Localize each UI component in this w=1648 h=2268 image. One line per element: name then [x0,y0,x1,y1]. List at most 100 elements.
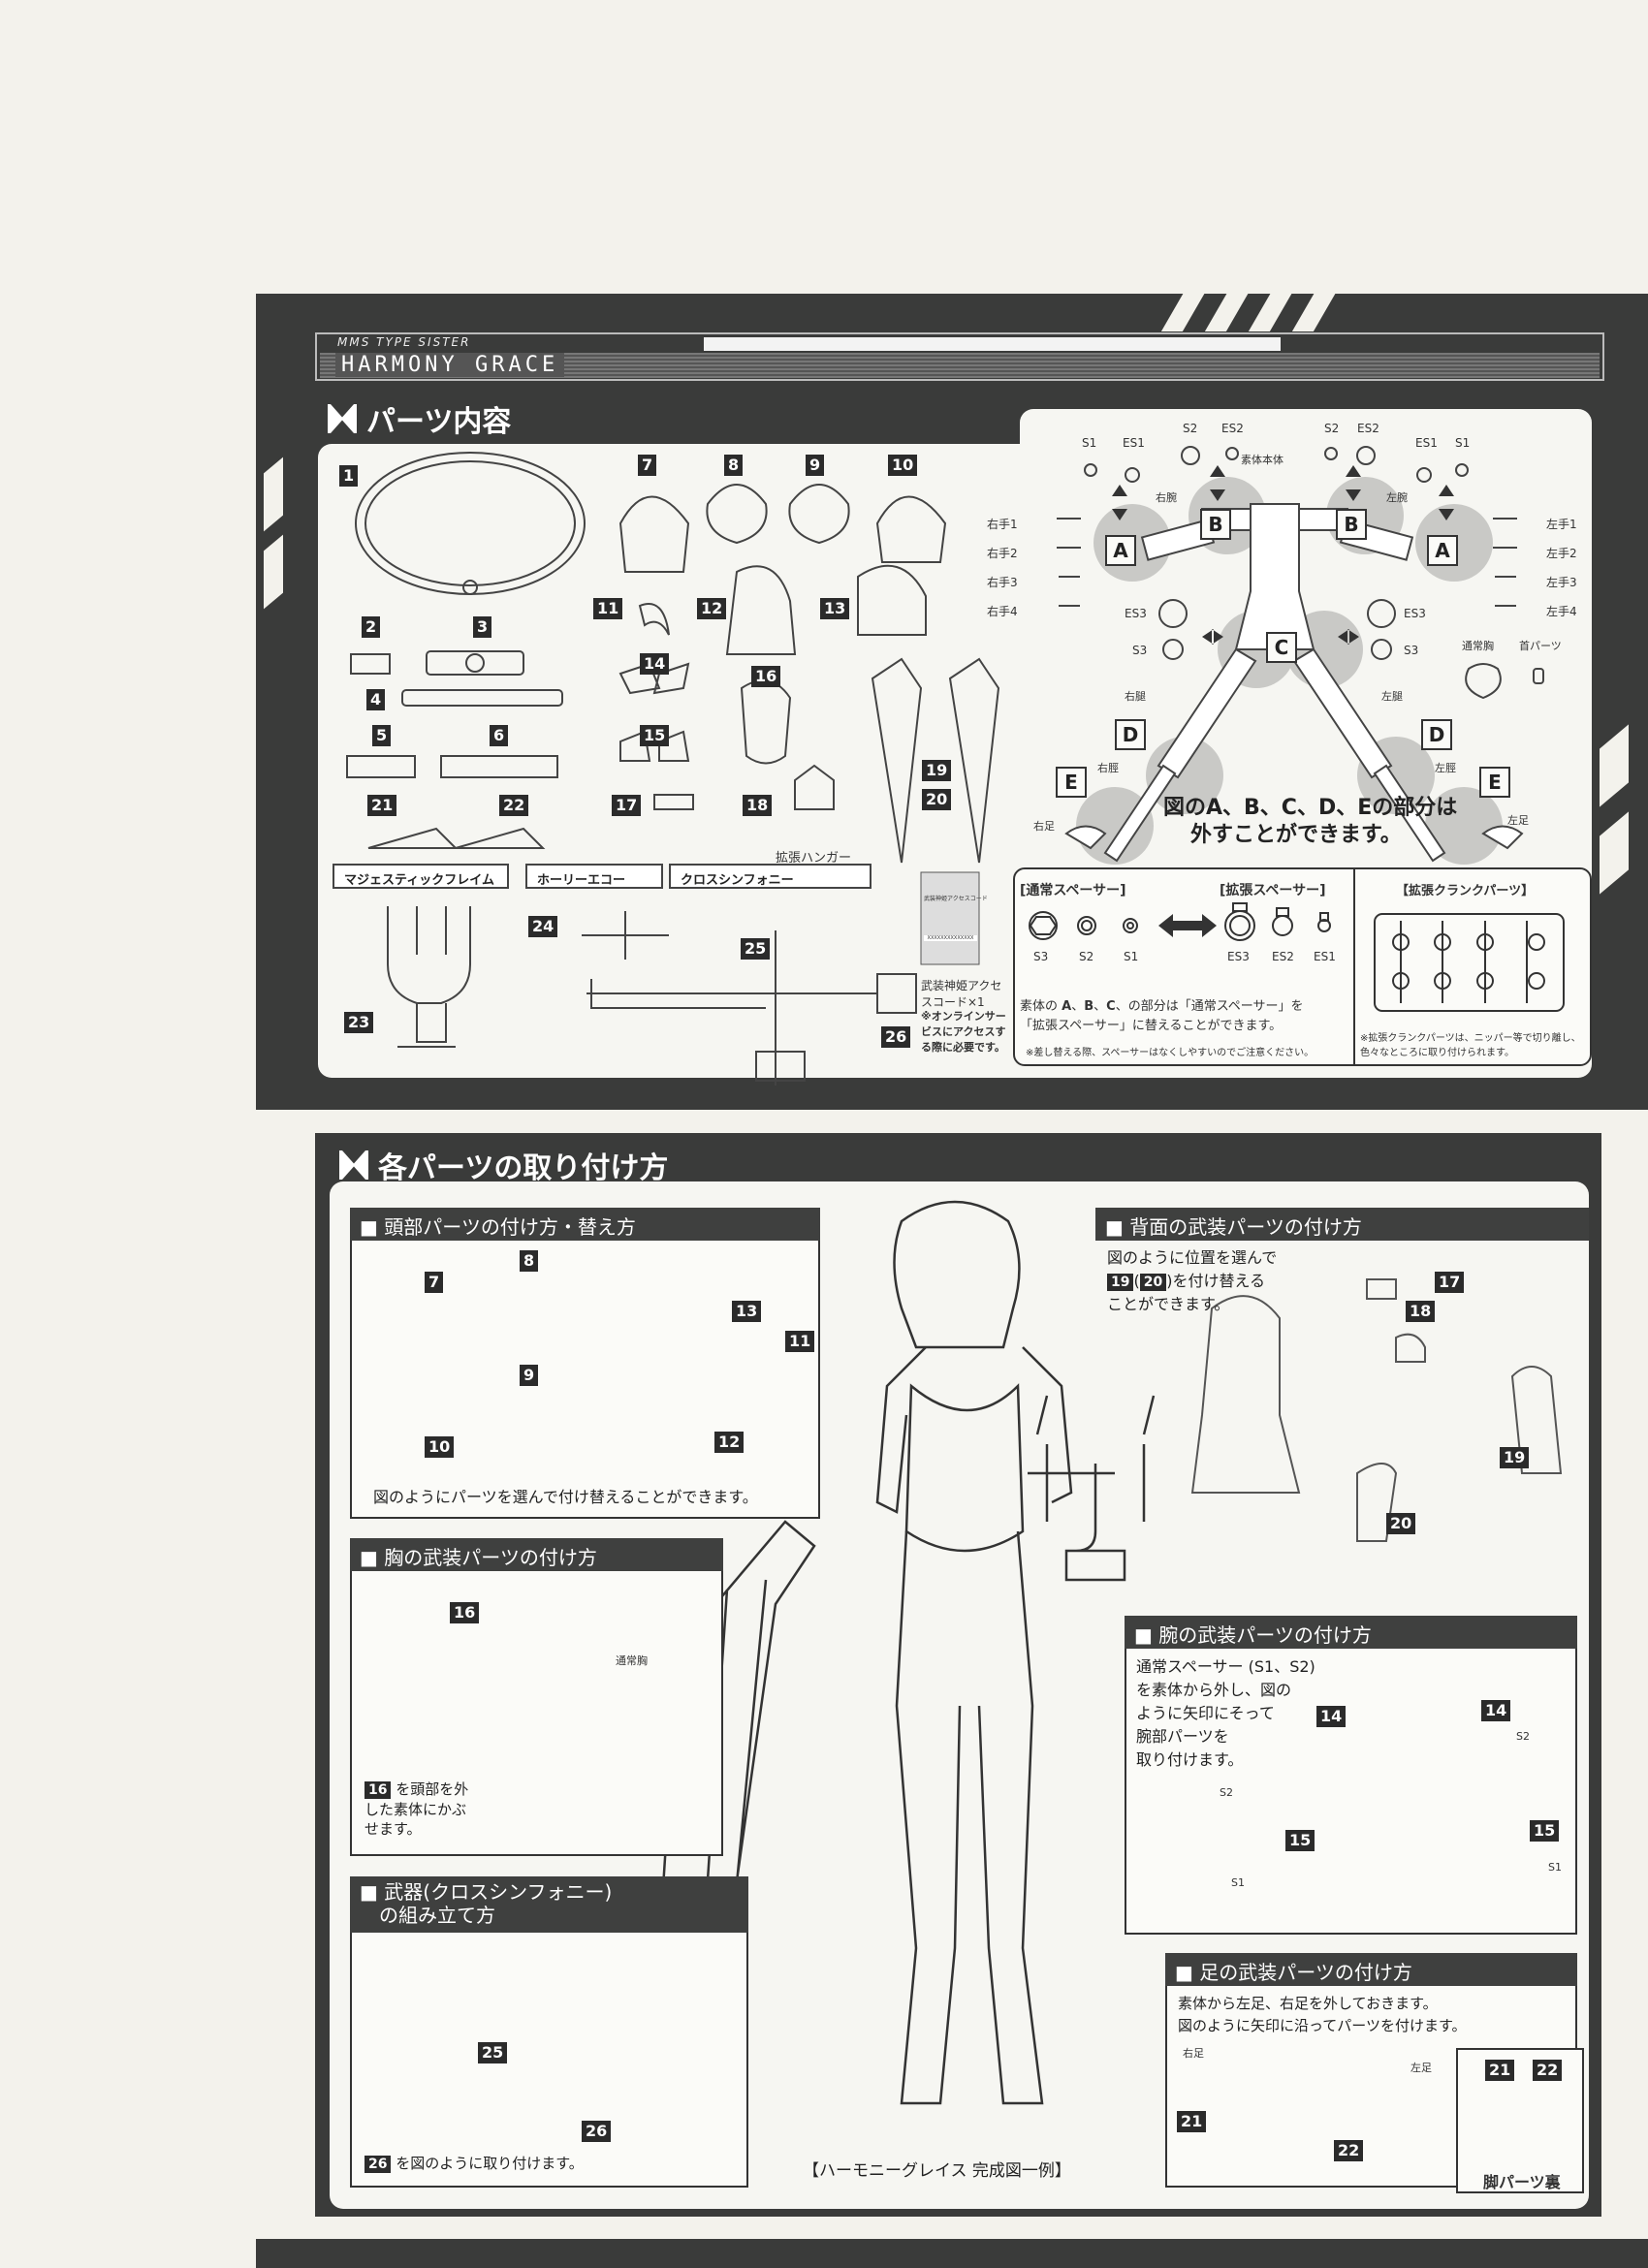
part-number-tag: 8 [724,455,744,476]
left-shin-label: 左脛 [1435,762,1456,774]
weapon-section-title: 武器(クロスシンフォニー)の組み立て方 [350,1876,748,1933]
spacer-id: S2 [1079,950,1094,963]
part-number-tag: 7 [425,1272,444,1293]
weapon-text: を図のように取り付けます。 [396,2155,584,2172]
arm-section-title: 腕の武装パーツの付け方 [1125,1616,1577,1649]
normal-chest-label: 通常胸 [1462,640,1494,652]
right-hand-label: 右手1 [987,518,1018,531]
crank-note: ※拡張クランクパーツは、ニッパー等で切り離し、色々なところに取り付けられます。 [1360,1033,1581,1058]
arm-text-line: ように矢印にそって [1136,1704,1275,1722]
access-card-code: XXXXXXXXXXXXXX [924,935,977,941]
part-number-tag: 12 [697,598,727,619]
spacer-label: S2 [1183,422,1198,435]
series-banner: クロスシンフォニー [669,864,872,889]
back-section-title: 背面の武装パーツの付け方 [1095,1208,1589,1241]
part-ref: 16 [364,1781,392,1799]
spacer-label: S1 [1455,436,1471,450]
part-number-tag: 21 [1177,2111,1207,2132]
left-hand-label: 左手1 [1546,518,1577,531]
access-code-card [920,871,980,965]
es3-label: ES3 [1404,607,1426,620]
product-title: HARMONY GRACE [335,353,565,377]
arm-section [1125,1616,1577,1935]
desc-suffix: 、の部分は「通常スペーサー」を [1115,999,1304,1014]
weapon-section-text: 26 を図のように取り付けます。 [364,2152,584,2175]
right-foot-label: 右足 [1183,2047,1204,2060]
part-number-tag: 15 [1530,1820,1560,1842]
spacer-label: ES1 [1123,436,1145,450]
part-number-tag: 6 [490,725,509,746]
s2-label: S2 [1220,1786,1233,1799]
leg-text-line: 素体から左足、右足を外しておきます。 [1178,1995,1438,2012]
spacer-id: ES1 [1314,950,1336,963]
chest-section-text: 16 を頭部を外した素体にかぶせます。 [364,1780,471,1839]
part-number-tag: 14 [1316,1706,1347,1727]
part-number-tag: 22 [1533,2060,1563,2081]
bottom-band [256,2239,1648,2268]
left-thigh-label: 左腿 [1381,690,1403,703]
parts-illustrations [346,452,1000,1086]
title-bar [315,332,1604,381]
part-number-tag: 5 [372,725,392,746]
swap-arrow-icon [1158,914,1217,937]
part-ref: 20 [1139,1274,1167,1291]
weapon-title-line1: 武器(クロスシンフォニー) [384,1880,613,1904]
joint-ref: B [1084,999,1094,1014]
part-number-tag: 22 [1334,2140,1364,2161]
assembly-heading: 各パーツの取り付け方 [339,1144,668,1186]
access-card-note: ※オンラインサービスにアクセスする際に必要です。 [921,1010,1006,1054]
left-foot-label: 左足 [1410,2062,1432,2074]
x-mark-icon [339,1150,368,1180]
right-hand-label: 右手2 [987,547,1018,560]
crank-title: 【拡張クランクパーツ】 [1396,884,1535,898]
back-section-text: 図のように位置を選んで [1107,1248,1278,1267]
part-number-tag: 9 [520,1365,539,1386]
s1-label: S1 [1231,1876,1245,1889]
joint-ref: C [1106,999,1116,1014]
part-number-tag: 3 [473,616,492,638]
part-number-tag: 17 [612,795,642,816]
arm-text-line: 通常スペーサー (S1、S2) [1136,1657,1315,1676]
parts-heading-text: パーツ内容 [366,405,512,439]
spacer-illustrations [1029,902,1565,1012]
spacer-info-box [1013,867,1592,1066]
part-number-tag: 24 [528,916,558,937]
s3-label: S3 [1404,644,1419,657]
back-section-text: 19(20)を付け替える [1107,1270,1265,1293]
sole-view-box [1456,2048,1584,2193]
es3-label: ES3 [1125,607,1147,620]
part-number-tag: 20 [1386,1513,1416,1534]
part-number-tag: 11 [785,1331,815,1352]
chest-section-title: 胸の武装パーツの付け方 [350,1538,723,1571]
part-number-tag: 9 [806,455,825,476]
back-text-tail: を付け替える [1172,1272,1265,1290]
right-hand-label: 右手4 [987,605,1018,618]
part-number-tag: 10 [425,1436,455,1458]
part-number-tag: 13 [732,1301,762,1322]
hanger-label: 拡張ハンガー [776,851,852,866]
title-strip [704,337,1281,351]
weapon-title-line2: の組み立て方 [379,1904,495,1927]
part-number-tag: 25 [478,2042,508,2063]
part-number-tag: 15 [640,725,670,746]
spacer-label: ES2 [1357,422,1379,435]
spacer-description-line2: 「拡張スペーサー」に替えることができます。 [1020,1019,1283,1033]
part-number-tag: 26 [881,1026,911,1048]
body-frame-illustration [1057,446,1544,863]
part-number-tag: 12 [714,1432,745,1453]
part-number-tag: 11 [593,598,623,619]
part-number-tag: 10 [888,455,918,476]
arm-text-line: 腕部パーツを [1136,1727,1229,1746]
spacer-id: S3 [1033,950,1049,963]
series-banner: マジェスティックフレイム [333,864,509,889]
part-number-tag: 2 [362,616,381,638]
joint-d-marker: D [1115,719,1146,750]
part-number-tag: 4 [366,689,386,710]
access-card-caption: 武装神姫アクセスコード×1 [921,979,1002,1009]
part-number-tag: 16 [751,666,781,687]
arm-text-line: 取り付けます。 [1136,1750,1244,1769]
joint-caption-line2: 外すことができます。 [1190,823,1402,847]
product-title-bar: HARMONY GRACE [320,353,1600,378]
leg-section-title: 足の武装パーツの付け方 [1165,1953,1577,1986]
joint-e-marker: E [1479,767,1510,798]
